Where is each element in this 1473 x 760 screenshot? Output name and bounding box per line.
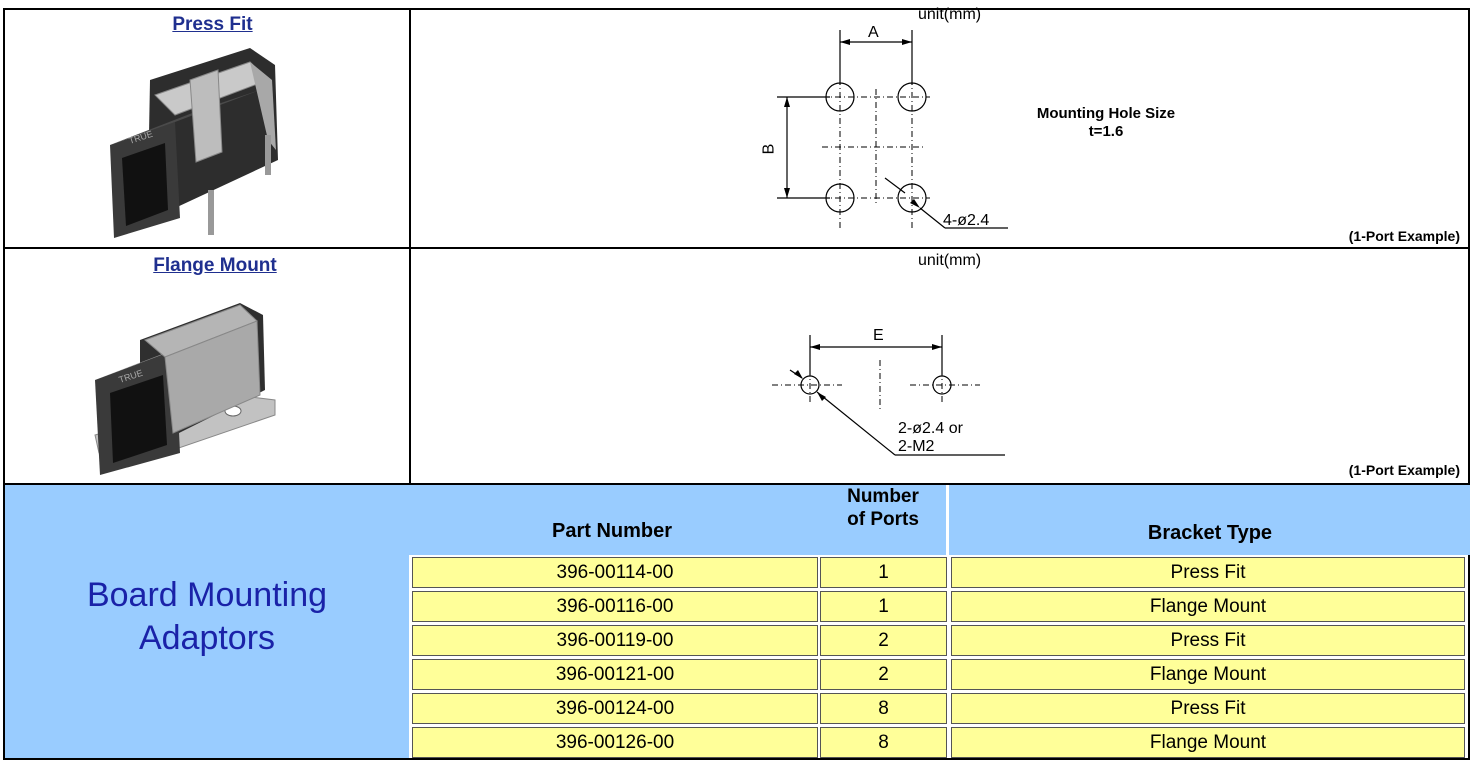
board-thickness: t=1.6	[1088, 123, 1124, 140]
flange-mount-link[interactable]: Flange Mount	[153, 255, 277, 276]
dimension-a-label: A	[868, 24, 879, 41]
header-separator	[946, 485, 949, 555]
flange-mount-adaptor-image: TRUE	[94, 303, 276, 475]
part-number-cell: 396-00121-00	[412, 659, 818, 690]
press-fit-link[interactable]: Press Fit	[172, 14, 253, 35]
number-of-ports-cell: 1	[820, 557, 947, 588]
part-number-cell: 396-00116-00	[412, 591, 818, 622]
column-divider	[409, 8, 411, 485]
number-of-ports-cell: 2	[820, 625, 947, 656]
number-of-ports-cell: 1	[820, 591, 947, 622]
dimension-b-label: B	[760, 143, 778, 155]
bracket-type-cell: Flange Mount	[951, 659, 1465, 690]
header-number-of-ports-line2: of Ports	[847, 509, 919, 530]
part-number-cell: 396-00119-00	[412, 625, 818, 656]
press-fit-adaptor-image: TRUE	[110, 48, 278, 238]
flange-mount-unit-label: unit(mm)	[918, 252, 982, 269]
row-divider-1	[3, 247, 1470, 249]
header-part-number: Part Number	[551, 520, 673, 542]
press-fit-hole-drawing	[777, 30, 1008, 230]
press-fit-unit-label: unit(mm)	[918, 6, 982, 23]
part-number-cell: 396-00126-00	[412, 727, 818, 758]
bracket-type-cell: Flange Mount	[951, 727, 1465, 758]
dimension-e-label: E	[873, 327, 884, 344]
header-number-of-ports-line1: Number	[847, 486, 919, 507]
board-mounting-panel	[5, 485, 409, 758]
number-of-ports-cell: 8	[820, 727, 947, 758]
part-number-cell: 396-00114-00	[412, 557, 818, 588]
part-number-cell: 396-00124-00	[412, 693, 818, 724]
number-of-ports-cell: 2	[820, 659, 947, 690]
table-header-band	[409, 485, 1470, 555]
flange-mount-example-note: (1-Port Example)	[1348, 462, 1460, 478]
flange-hole-spec-line1: 2-ø2.4 or	[898, 420, 963, 437]
flange-mount-hole-drawing	[772, 335, 1005, 456]
number-of-ports-cell: 8	[820, 693, 947, 724]
press-fit-hole-spec: 4-ø2.4	[943, 212, 990, 229]
board-mounting-title-line1: Board Mounting	[86, 576, 328, 614]
flange-hole-spec-line2: 2-M2	[898, 438, 935, 455]
header-bracket-type: Bracket Type	[1147, 522, 1273, 544]
bracket-type-cell: Flange Mount	[951, 591, 1465, 622]
mounting-hole-size-title: Mounting Hole Size	[1036, 105, 1176, 122]
press-fit-example-note: (1-Port Example)	[1348, 228, 1460, 244]
board-mounting-title-line2: Adaptors	[138, 619, 276, 657]
bracket-type-cell: Press Fit	[951, 557, 1465, 588]
bracket-type-cell: Press Fit	[951, 625, 1465, 656]
row-divider-2	[3, 483, 1470, 485]
bracket-type-cell: Press Fit	[951, 693, 1465, 724]
